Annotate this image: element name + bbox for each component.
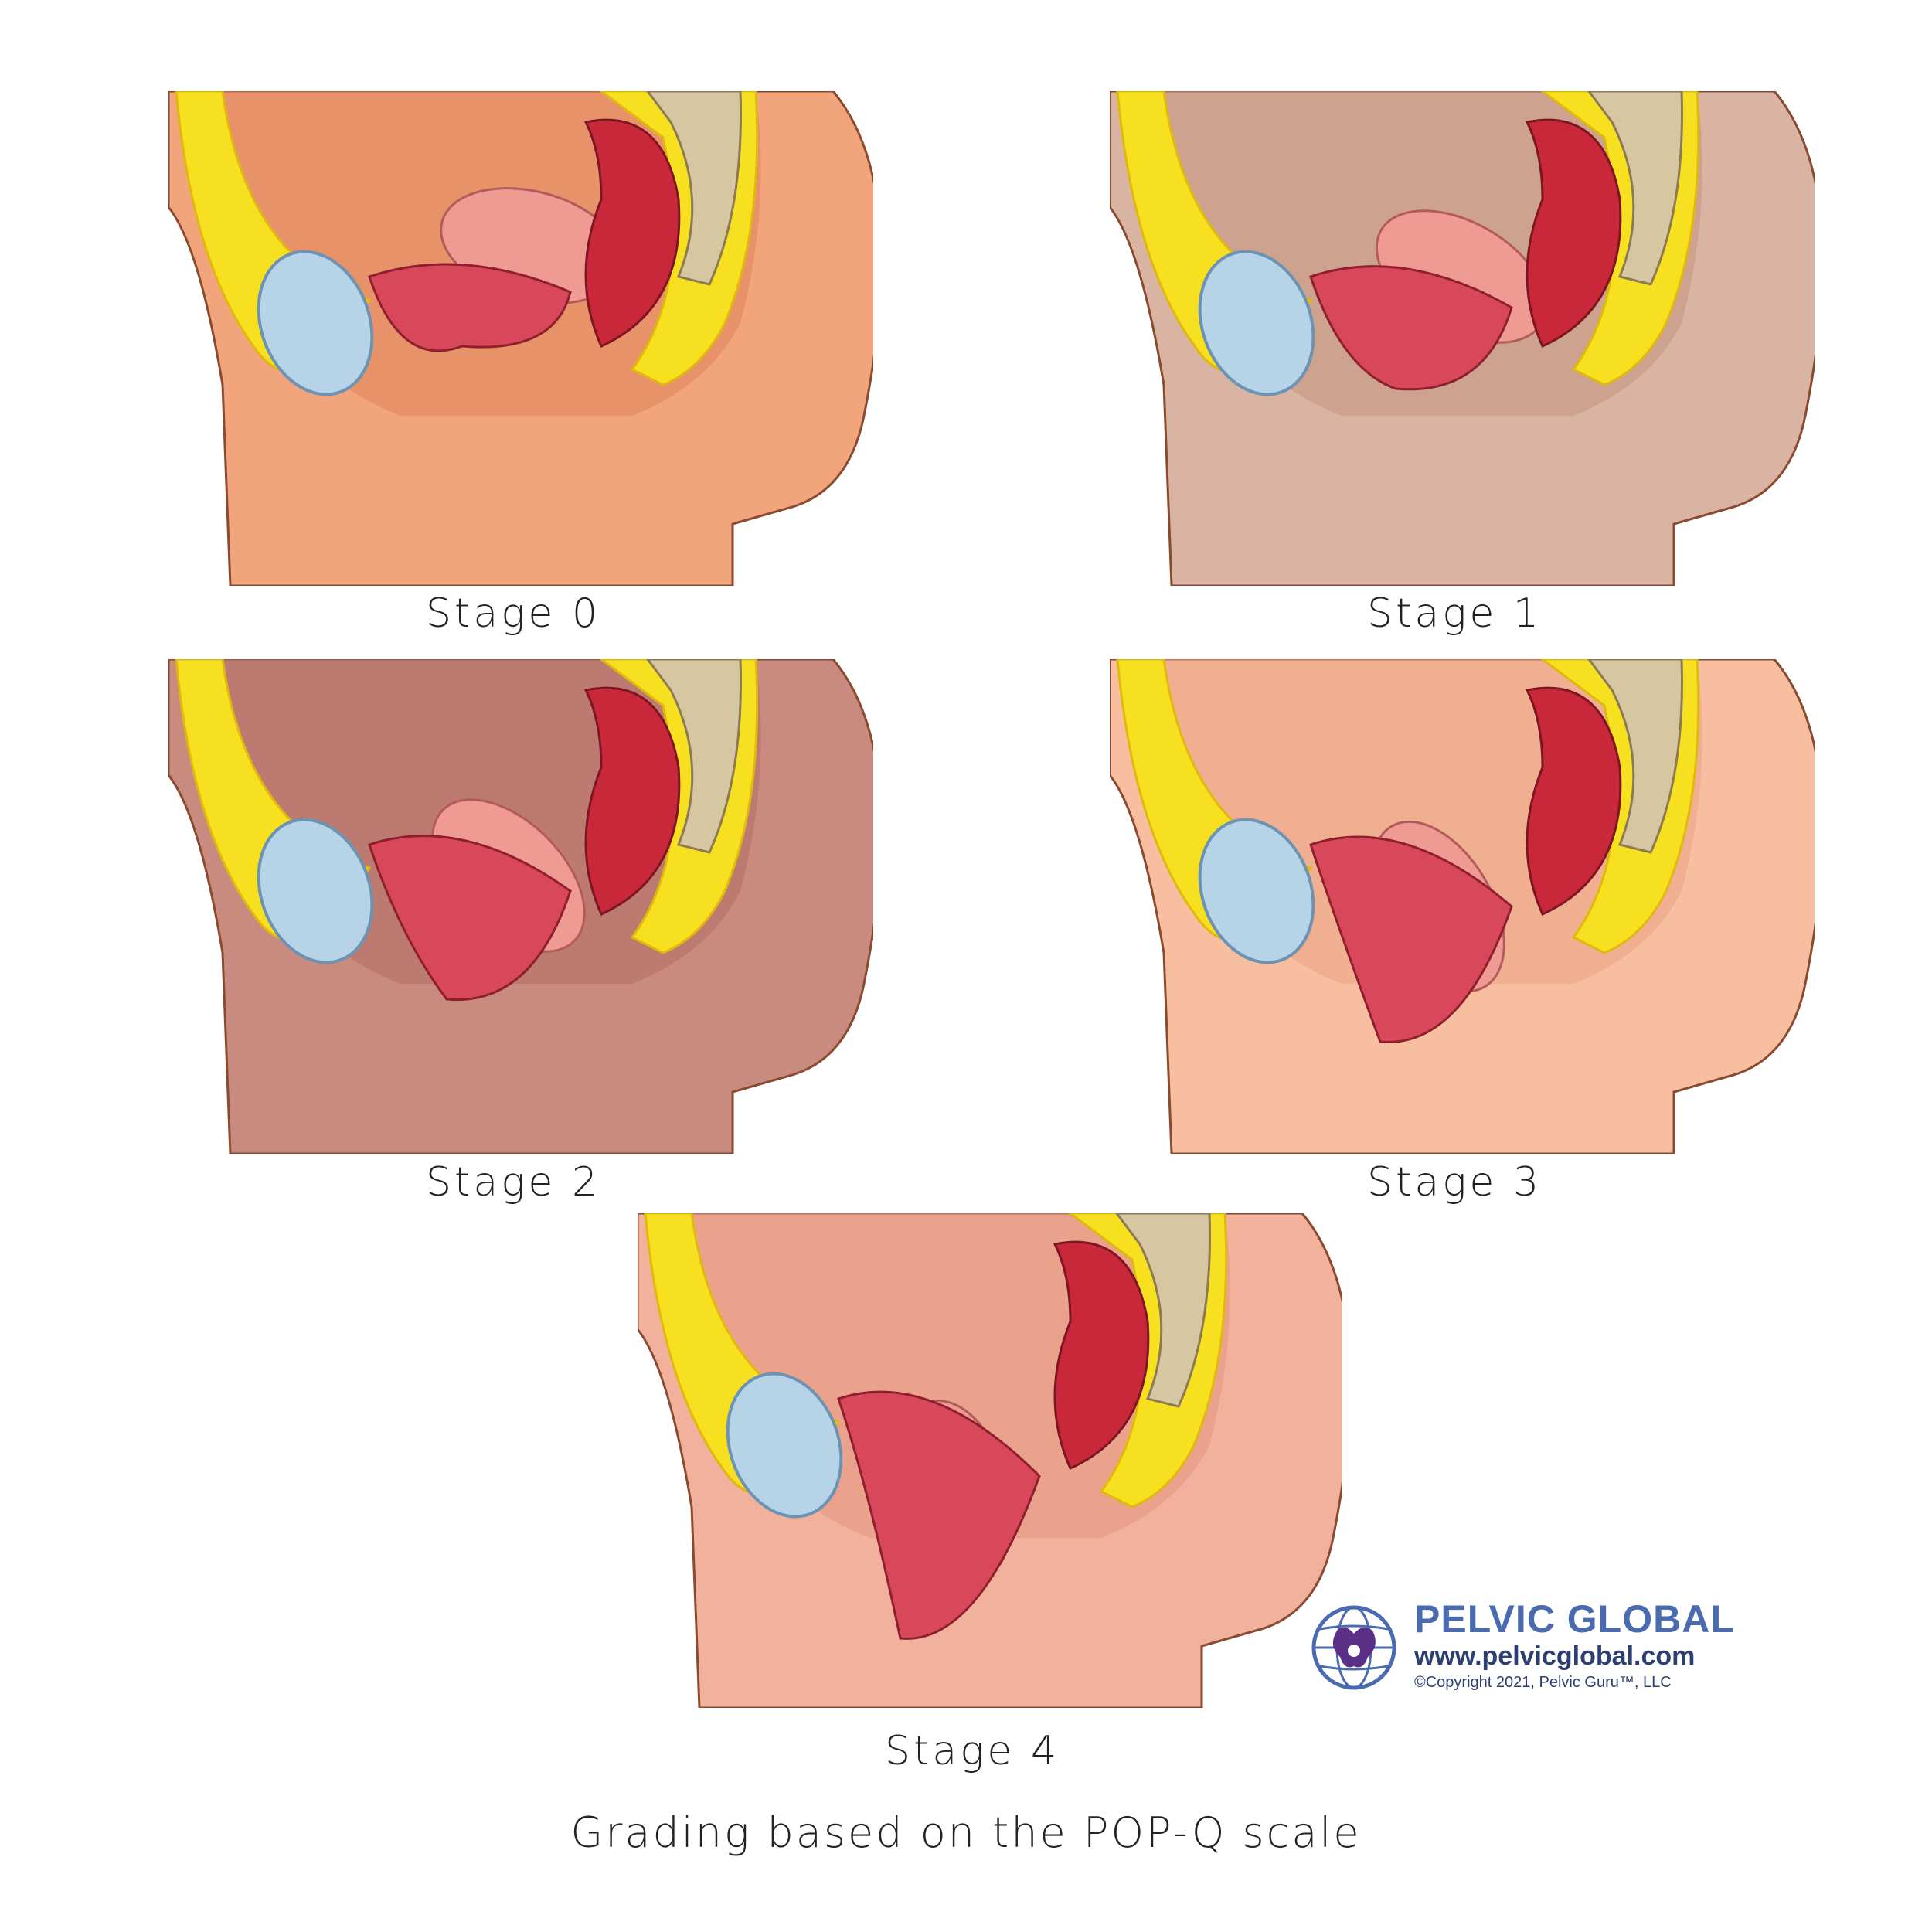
pelvis-globe-icon [1311, 1605, 1396, 1690]
bladder [1198, 250, 1315, 396]
stage-4-illustration [638, 1213, 1342, 1708]
rectum [1525, 118, 1622, 348]
stage-3-illustration [1110, 659, 1815, 1154]
stage-1-caption: Stage 1 [1366, 590, 1543, 637]
footer-caption: Grading based on the POP-Q scale [570, 1808, 1362, 1857]
bladder [257, 250, 374, 396]
rectum [583, 118, 681, 348]
stage-0-illustration [168, 91, 873, 586]
stage-3-caption: Stage 3 [1366, 1159, 1543, 1206]
sacrum-bone [1115, 1213, 1211, 1408]
stage-2-caption: Stage 2 [425, 1159, 601, 1206]
vaginal-canal [837, 1390, 1041, 1640]
rectum [1053, 1240, 1150, 1470]
pelvis-cross-section [168, 91, 873, 586]
stage-4-caption: Stage 4 [884, 1728, 1060, 1774]
sacrum-bone [646, 91, 742, 286]
bladder [1198, 818, 1315, 964]
pelvis-cross-section [168, 659, 873, 1154]
stage-1-illustration [1110, 91, 1815, 586]
bladder [726, 1372, 843, 1519]
logo-brand-text: PELVIC GLOBAL [1414, 1597, 1735, 1641]
pelvis-cross-section [638, 1213, 1342, 1708]
logo-url-text[interactable]: www.pelvicglobal.com [1414, 1641, 1696, 1671]
sacrum-bone [646, 659, 742, 854]
vaginal-canal [368, 835, 572, 1002]
rectum [583, 686, 681, 916]
stage-0-caption: Stage 0 [425, 590, 601, 637]
sacrum-bone [1587, 659, 1683, 854]
stage-2-illustration [168, 659, 873, 1154]
logo-copyright-text: ©Copyright 2021, Pelvic Guru™, LLC [1414, 1674, 1672, 1691]
sacrum-bone [1587, 91, 1683, 286]
pelvis-cross-section [1110, 659, 1815, 1154]
pelvic-global-logo: PELVIC GLOBAL www.pelvicglobal.com ©Copy… [1306, 1597, 1754, 1700]
rectum [1525, 686, 1622, 916]
pelvis-cross-section [1110, 91, 1815, 586]
vaginal-canal [368, 263, 572, 352]
vaginal-canal [1309, 265, 1513, 391]
bladder [257, 818, 374, 964]
vaginal-canal [1309, 835, 1513, 1044]
